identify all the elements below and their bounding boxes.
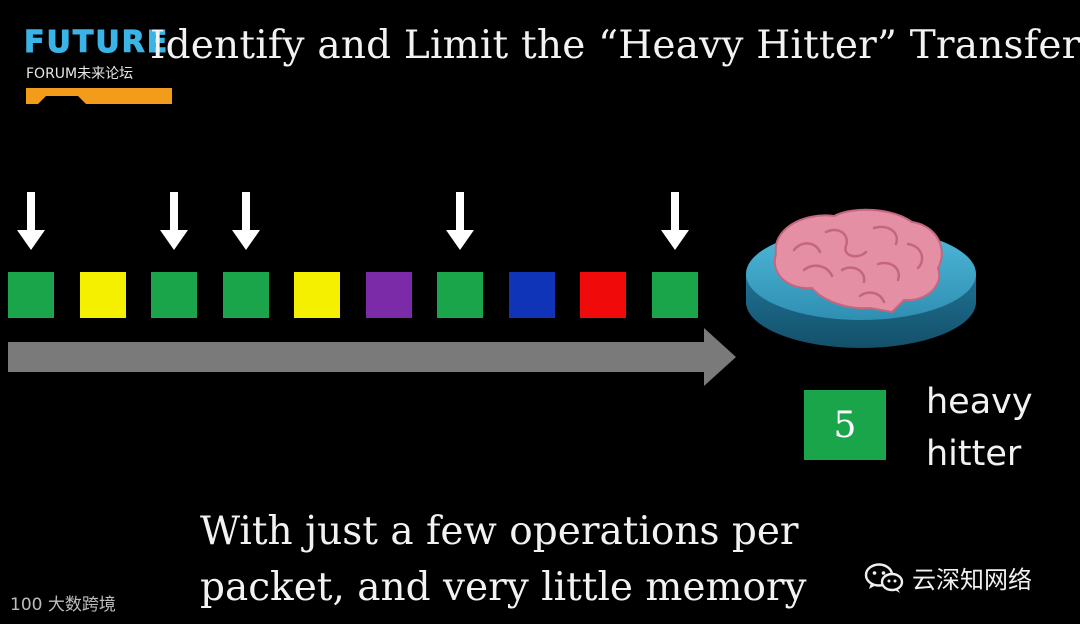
packet-5: [294, 272, 340, 318]
heavy-hitter-label-line1: heavy: [926, 382, 1033, 422]
packet-10: [652, 272, 698, 318]
heavy-hitter-label: heavy hitter: [926, 376, 1033, 480]
caption-line-1: With just a few operations per: [200, 509, 799, 554]
packet-6: [366, 272, 412, 318]
logo-circuit-bar-icon: [26, 88, 172, 106]
wechat-icon: [864, 562, 904, 593]
watermark-right: 云深知网络: [864, 560, 1032, 595]
slide-caption: With just a few operations per packet, a…: [200, 504, 807, 616]
packet-7: [437, 272, 483, 318]
down-arrow-icon: [160, 192, 188, 250]
watermark-left: 100 大数跨境: [10, 595, 116, 615]
down-arrow-icon: [661, 192, 689, 250]
packet-2: [80, 272, 126, 318]
logo-subtitle: FORUM未来论坛: [26, 66, 134, 82]
brain-switch-icon: [746, 208, 976, 348]
watermark-right-text: 云深知网络: [912, 566, 1032, 594]
packet-9: [580, 272, 626, 318]
down-arrow-icon: [446, 192, 474, 250]
caption-line-2: packet, and very little memory: [200, 565, 807, 610]
down-arrow-icon: [17, 192, 45, 250]
heavy-hitter-label-line2: hitter: [926, 434, 1022, 474]
slide-title: Identify and Limit the “Heavy Hitter” Tr…: [150, 23, 1080, 68]
future-forum-logo: FUTURE FORUM未来论坛: [22, 25, 178, 110]
logo-wordmark: FUTURE: [23, 25, 170, 60]
packet-8: [509, 272, 555, 318]
heavy-hitter-counter: 5: [804, 390, 886, 460]
packet-3: [151, 272, 197, 318]
packet-4: [223, 272, 269, 318]
packet-1: [8, 272, 54, 318]
packet-stream-arrow-icon: [8, 328, 736, 386]
down-arrow-icon: [232, 192, 260, 250]
